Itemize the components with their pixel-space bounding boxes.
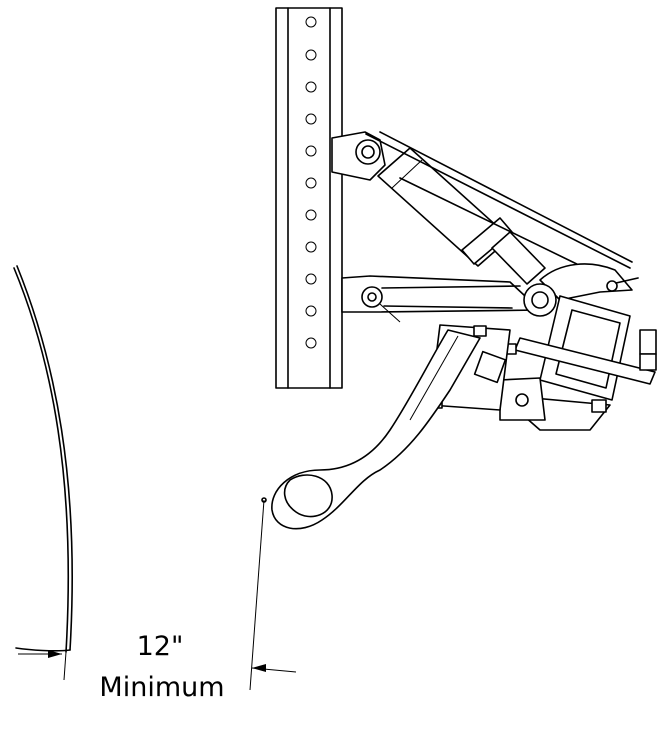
lower-link — [341, 275, 541, 323]
mounting-post — [275, 7, 343, 389]
pivot-quadrant — [523, 263, 639, 317]
dimension-value: 12" — [137, 631, 184, 662]
arrow-head-right — [252, 664, 266, 672]
dimension-annotation: 12" Minimum — [18, 499, 297, 703]
hydraulic-cylinder — [331, 131, 633, 285]
clamp-assembly — [499, 295, 657, 431]
post-holes — [305, 16, 317, 349]
blade-edge — [13, 265, 74, 653]
arrow-head-left — [48, 650, 62, 658]
cutting-arm — [261, 329, 481, 530]
dimension-label: Minimum — [99, 672, 224, 703]
